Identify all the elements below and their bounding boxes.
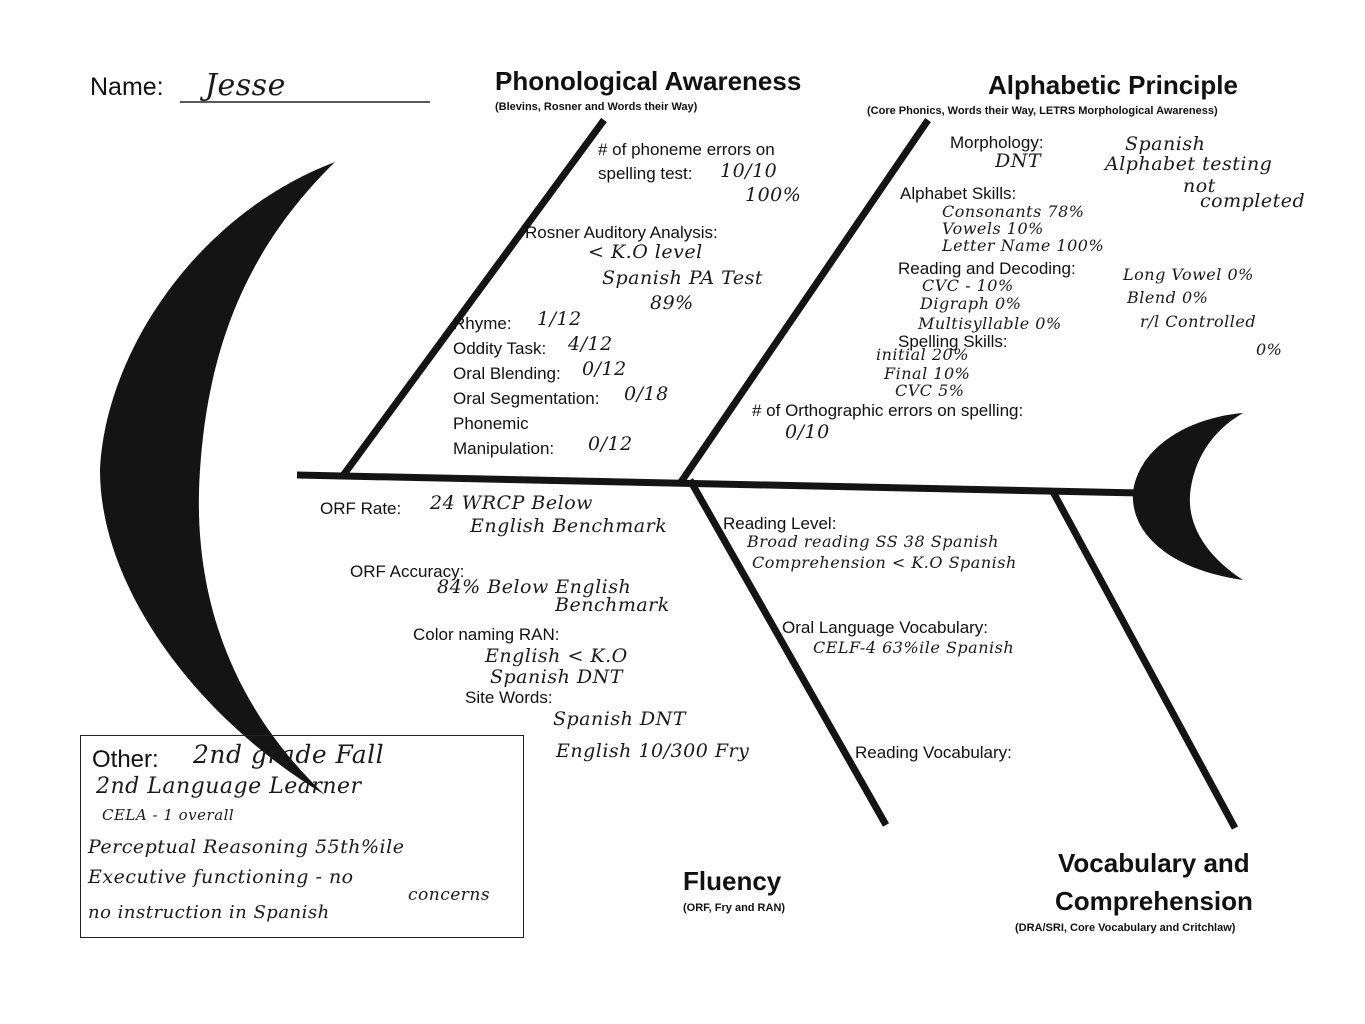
sight-words-spanish: Spanish DNT xyxy=(553,708,686,730)
long-vowel-value: Long Vowel 0% xyxy=(1123,265,1254,284)
spanish-note-3: not xyxy=(1183,175,1216,197)
spelling-skills-label: Spelling Skills: xyxy=(898,332,1008,351)
cvc-spelling-value: CVC 5% xyxy=(895,381,965,400)
rhyme-label: Rhyme: xyxy=(453,314,512,333)
alphabetic-subtitle: (Core Phonics, Words their Way, LETRS Mo… xyxy=(867,105,1218,117)
spanish-note-4: completed xyxy=(1200,190,1306,212)
blending-label: Oral Blending: xyxy=(453,364,561,383)
rosner-label: Rosner Auditory Analysis: xyxy=(525,223,718,242)
vocabulary-subtitle: (DRA/SRI, Core Vocabulary and Critchlaw) xyxy=(1015,922,1236,934)
bone-fluency xyxy=(686,478,890,827)
rosner-value: < K.O level xyxy=(588,241,703,263)
letter-name-value: Letter Name 100% xyxy=(942,236,1105,255)
ran-spanish-value: Spanish DNT xyxy=(490,666,623,688)
comprehension-title: Comprehension xyxy=(1055,886,1253,916)
other-perceptual-reasoning: Perceptual Reasoning 55th%ile xyxy=(88,836,405,858)
other-cela: CELA - 1 overall xyxy=(102,806,235,824)
oddity-label: Oddity Task: xyxy=(453,339,547,358)
reading-level-broad: Broad reading SS 38 Spanish xyxy=(747,532,999,551)
morphology-label: Morphology: xyxy=(950,133,1044,152)
fluency-subtitle: (ORF, Fry and RAN) xyxy=(683,902,786,914)
bone-alphabetic xyxy=(678,118,931,484)
r-controlled-value: 0% xyxy=(1256,340,1283,359)
orf-rate-value: 24 WRCP Below xyxy=(430,492,593,514)
spanish-pa-value: 89% xyxy=(650,292,694,314)
reading-vocabulary-label: Reading Vocabulary: xyxy=(855,743,1012,762)
alphabet-skills-label: Alphabet Skills: xyxy=(900,184,1017,203)
other-label: Other: xyxy=(92,746,159,773)
phonological-subtitle: (Blevins, Rosner and Words their Way) xyxy=(495,101,698,113)
ran-label: Color naming RAN: xyxy=(413,625,560,644)
initial-value: initial 20% xyxy=(876,345,969,364)
cvc-value: CVC - 10% xyxy=(922,276,1014,295)
sight-words-label: Site Words: xyxy=(465,688,553,707)
sight-words-english: English 10/300 Fry xyxy=(556,740,750,762)
orthographic-errors-label: # of Orthographic errors on spelling: xyxy=(752,401,1024,420)
bone-vocabulary xyxy=(1048,488,1239,830)
orthographic-errors-value: 0/10 xyxy=(785,421,830,443)
orf-accuracy-benchmark: Benchmark xyxy=(555,594,670,616)
rhyme-value: 1/12 xyxy=(537,308,582,330)
other-concerns: concerns xyxy=(408,885,491,905)
spanish-note-2: Alphabet testing xyxy=(1105,153,1273,175)
reading-decoding-label: Reading and Decoding: xyxy=(898,259,1076,278)
morphology-value: DNT xyxy=(995,150,1042,172)
segmentation-label: Oral Segmentation: xyxy=(453,389,600,408)
fish-tail-shape xyxy=(100,162,335,795)
final-value: Final 10% xyxy=(884,364,971,383)
blend-value: Blend 0% xyxy=(1127,288,1209,307)
other-language-learner: 2nd Language Learner xyxy=(96,774,362,799)
blending-value: 0/12 xyxy=(582,358,627,380)
oddity-value: 4/12 xyxy=(568,333,613,355)
segmentation-value: 0/18 xyxy=(624,383,669,405)
reading-level-label: Reading Level: xyxy=(723,514,837,533)
vowels-value: Vowels 10% xyxy=(942,219,1044,238)
manipulation-label-2: Manipulation: xyxy=(453,439,555,458)
consonants-value: Consonants 78% xyxy=(942,202,1085,221)
other-notes-box xyxy=(80,735,524,938)
spanish-pa-test: Spanish PA Test xyxy=(602,267,763,289)
other-executive-functioning: Executive functioning - no xyxy=(88,866,354,888)
orf-rate-label: ORF Rate: xyxy=(320,499,402,518)
vocabulary-title: Vocabulary and xyxy=(1058,848,1250,878)
fluency-title: Fluency xyxy=(683,866,782,896)
name-label: Name: xyxy=(90,73,164,101)
orf-accuracy-label: ORF Accuracy: xyxy=(350,562,465,581)
fish-head-shape xyxy=(1132,413,1243,580)
reading-level-comprehension: Comprehension < K.O Spanish xyxy=(752,553,1017,572)
oral-vocabulary-value: CELF-4 63%ile Spanish xyxy=(813,638,1015,657)
ran-english-value: English < K.O xyxy=(485,645,628,667)
spanish-note-1: Spanish xyxy=(1125,133,1206,155)
phoneme-errors-value: 10/10 xyxy=(720,160,778,182)
bone-phonological xyxy=(339,117,607,480)
phoneme-errors-percent: 100% xyxy=(745,184,802,206)
phoneme-errors-label: # of phoneme errors on xyxy=(598,140,775,159)
student-name: Jesse xyxy=(205,68,286,103)
r-controlled-label: r/l Controlled xyxy=(1140,312,1257,331)
orf-rate-benchmark: English Benchmark xyxy=(470,515,668,537)
oral-vocabulary-label: Oral Language Vocabulary: xyxy=(782,618,989,637)
manipulation-label: Phonemic xyxy=(453,414,529,433)
alphabetic-title: Alphabetic Principle xyxy=(988,70,1238,100)
fish-spine xyxy=(296,471,1141,497)
other-grade: 2nd grade Fall xyxy=(193,740,385,769)
orf-accuracy-value: 84% Below English xyxy=(437,576,632,598)
manipulation-value: 0/12 xyxy=(588,433,633,455)
phoneme-errors-label-2: spelling test: xyxy=(598,164,693,183)
phonological-title: Phonological Awareness xyxy=(495,66,802,96)
other-instruction: no instruction in Spanish xyxy=(88,902,330,923)
digraph-value: Digraph 0% xyxy=(920,294,1022,313)
multisyllable-value: Multisyllable 0% xyxy=(918,314,1062,333)
